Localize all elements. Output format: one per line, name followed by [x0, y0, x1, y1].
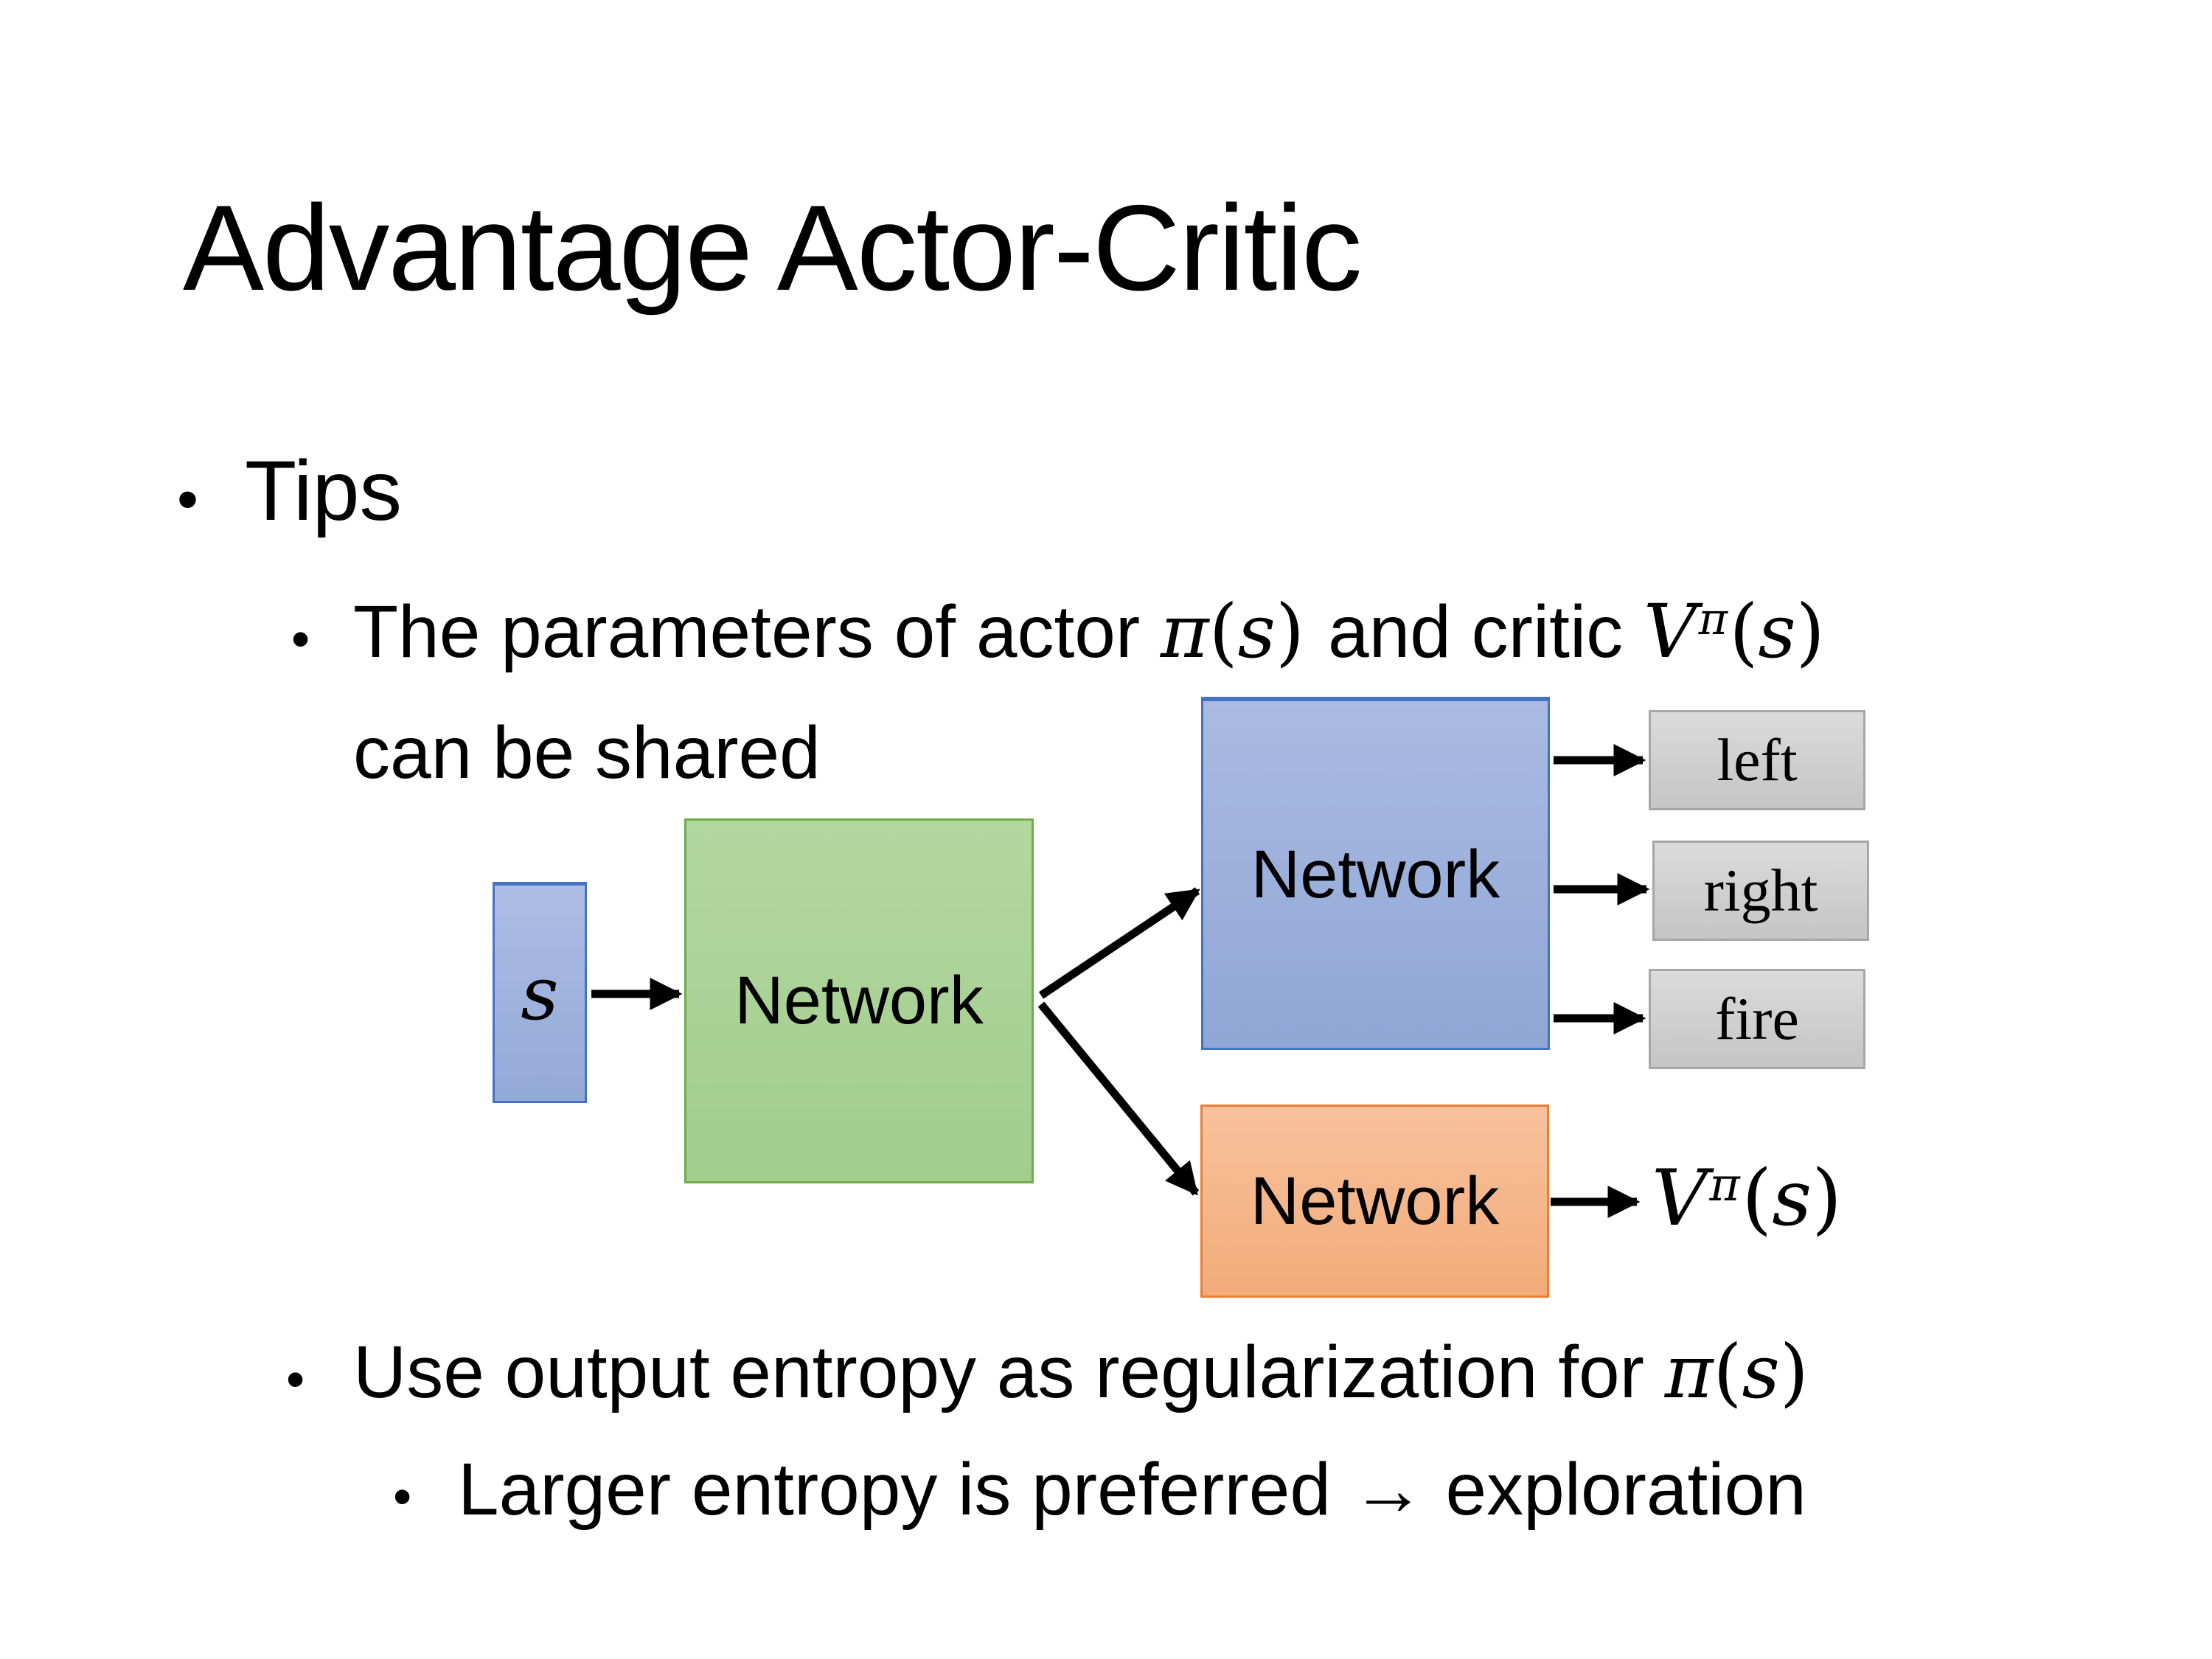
- shared-network-box: Network: [684, 818, 1034, 1183]
- critic-network-box: Network: [1200, 1105, 1549, 1298]
- math-pi-superscript: π: [1698, 593, 1728, 645]
- bullet-icon: •: [291, 610, 310, 669]
- share-text-line2: can be shared: [353, 712, 821, 794]
- action-left-box: left: [1649, 710, 1865, 810]
- math-lparen: (: [1742, 1153, 1773, 1244]
- actor-network-label: Network: [1251, 836, 1500, 912]
- math-pi: π: [1160, 588, 1209, 675]
- math-s: s: [1758, 588, 1796, 675]
- math-lparen: (: [1713, 1329, 1742, 1415]
- math-rparen: ): [1276, 588, 1305, 675]
- bullet-icon: •: [393, 1467, 412, 1526]
- value-output-label: Vπ(s): [1652, 1153, 1842, 1243]
- math-rparen: ): [1812, 1153, 1843, 1244]
- state-label: s: [521, 950, 559, 1037]
- math-pi: π: [1664, 1329, 1714, 1415]
- bullet-entropy: • Use output entropy as regularization fo…: [286, 1329, 1809, 1415]
- math-V: V: [1643, 588, 1697, 675]
- math-s: s: [1742, 1329, 1780, 1415]
- math-lparen: (: [1729, 588, 1759, 675]
- larger-text-pre: Larger entropy is preferred: [458, 1448, 1352, 1531]
- larger-text-post: exploration: [1425, 1448, 1806, 1531]
- shared-network-label: Network: [734, 963, 984, 1038]
- action-left-label: left: [1717, 726, 1798, 793]
- right-arrow-glyph: →: [1351, 1448, 1425, 1531]
- action-right-label: right: [1703, 857, 1818, 924]
- bullet-shared-params: •The parameters of actor π(s)and critic …: [291, 588, 1825, 675]
- math-V: V: [1652, 1153, 1708, 1244]
- share-text-mid: and critic: [1328, 591, 1644, 673]
- math-s: s: [1237, 588, 1276, 675]
- tips-label: Tips: [245, 444, 402, 538]
- entropy-text: Use output entropy as regularization for: [353, 1331, 1665, 1413]
- math-lparen: (: [1208, 588, 1238, 675]
- bullet-icon: •: [177, 465, 198, 533]
- actor-network-box: Network: [1201, 697, 1550, 1050]
- action-fire-label: fire: [1715, 985, 1799, 1052]
- bullet-tips: • Tips: [177, 442, 402, 540]
- critic-network-label: Network: [1250, 1163, 1500, 1239]
- action-fire-box: fire: [1649, 969, 1865, 1069]
- math-pi-superscript: π: [1709, 1158, 1740, 1212]
- bullet-larger-entropy: • Larger entropy is preferred → explorati…: [393, 1447, 1806, 1532]
- bullet-icon: •: [286, 1350, 305, 1409]
- page-title: Advantage Actor-Critic: [183, 180, 1363, 316]
- math-s: s: [1772, 1153, 1812, 1244]
- math-rparen: ): [1779, 1329, 1809, 1415]
- share-text-pre: The parameters of actor: [353, 591, 1161, 673]
- arrow-shared-to-actor: [1038, 887, 1200, 999]
- arrow-shared-to-critic: [1037, 1001, 1200, 1196]
- action-right-box: right: [1652, 841, 1869, 941]
- state-input-box: s: [493, 882, 587, 1103]
- math-rparen: ): [1795, 588, 1825, 675]
